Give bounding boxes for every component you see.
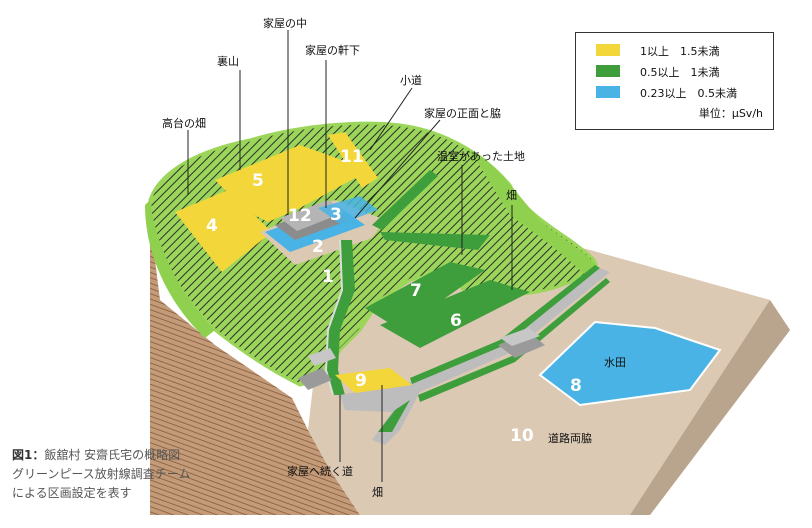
hillside-slope (150, 220, 360, 515)
hill-left-rim (145, 200, 215, 338)
zone-number-6: 6 (450, 311, 462, 331)
label-roadside: 道路両脇 (548, 432, 592, 445)
label-path: 小道 (400, 74, 422, 87)
zone-number-1: 1 (322, 267, 334, 287)
zone-9-area (335, 368, 412, 393)
label-paddy: 水田 (604, 356, 626, 369)
small-path (372, 170, 438, 230)
ground-edge (630, 300, 790, 515)
label-house-inside: 家屋の中 (263, 17, 307, 30)
zone-3-area (318, 196, 378, 224)
zone-11-area (328, 132, 378, 188)
label-house-eaves: 家屋の軒下 (305, 44, 360, 57)
zone-number-11: 11 (340, 147, 364, 167)
shed-right-top (500, 328, 540, 346)
zone-number-5: 5 (252, 171, 264, 191)
shed-right (498, 332, 545, 358)
label-back-hill: 裏山 (217, 55, 239, 68)
shed-left-top (308, 348, 336, 366)
legend-unit: 単位：μSv/h (698, 107, 763, 120)
roadside-strip-2 (418, 278, 610, 402)
legend-label-low: 0.23以上 0.5未満 (640, 87, 737, 100)
caption-line-2: グリーンピース放射線調査チーム (12, 467, 191, 481)
leader-lines (187, 30, 513, 482)
zone-number-8: 8 (570, 376, 582, 396)
figure-caption: 図1：飯舘村 安齋氏宅の概略図 グリーンピース放射線調査チーム による区画設定を… (12, 446, 190, 503)
zone-number-3: 3 (330, 205, 342, 225)
zone-6-area (380, 280, 530, 348)
zone-number-9: 9 (355, 371, 367, 391)
label-house-front: 家屋の正面と脇 (424, 107, 501, 120)
legend-label-high: 1以上 1.5未満 (640, 45, 720, 58)
roadside-strip-3 (378, 400, 410, 432)
figure-label: 図1： (12, 448, 45, 462)
legend-swatch-yellow (596, 44, 620, 56)
zone-5-area (215, 145, 370, 222)
legend-label-mid: 0.5以上 1未満 (640, 66, 720, 79)
zone-number-10: 10 (510, 426, 534, 446)
zone-number-7: 7 (410, 281, 422, 301)
caption-line-3: による区画設定を表す (12, 486, 132, 500)
legend-swatch-green (596, 65, 620, 77)
label-field-right: 畑 (506, 189, 517, 202)
legend: 1以上 1.5未満 0.5以上 1未満 0.23以上 0.5未満 単位：μSv/… (575, 32, 774, 130)
label-field-bottom: 畑 (372, 486, 383, 499)
shed-left (298, 368, 332, 390)
label-road-to-house: 家屋へ続く道 (287, 465, 353, 478)
label-upland-field: 高台の畑 (162, 117, 206, 130)
label-greenhouse-site: 温室があった土地 (437, 150, 525, 163)
zone-number-4: 4 (206, 216, 218, 236)
zone-number-12: 12 (288, 206, 312, 226)
zone-7-area (365, 262, 485, 330)
roadside-strip (410, 265, 600, 384)
caption-line-1: 飯舘村 安齋氏宅の概略図 (44, 448, 181, 462)
zone-number-2: 2 (312, 237, 324, 257)
zone-8-area (538, 320, 722, 407)
legend-swatch-blue (596, 86, 620, 98)
hill-rim (470, 150, 598, 275)
